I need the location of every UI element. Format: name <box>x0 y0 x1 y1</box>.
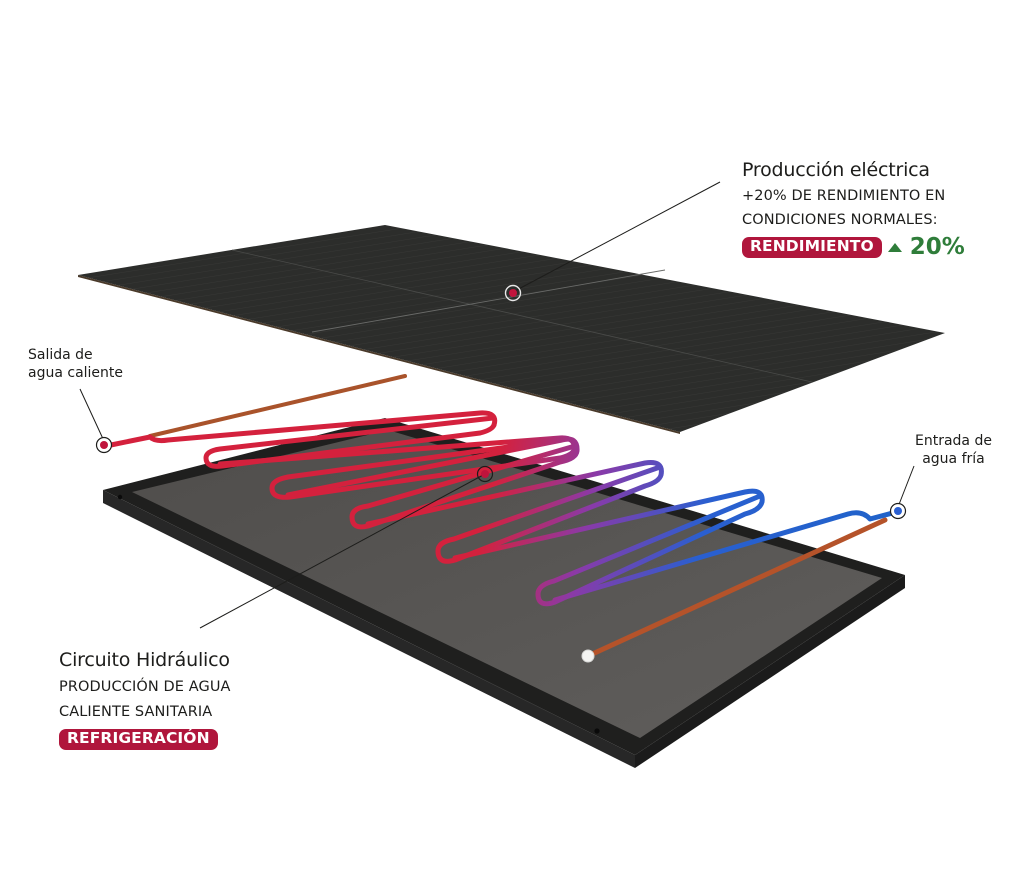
callout-line: Entrada de <box>915 433 992 449</box>
pipe-loop-3 <box>285 436 580 530</box>
tray-side-right <box>635 575 905 768</box>
callout-subtitle-line: +20% DE RENDIMIENTO EN <box>742 187 946 204</box>
pipe-loops <box>103 410 903 607</box>
callout-subtitle-line: PRODUCCIÓN DE AGUA <box>59 678 231 695</box>
solar-pv-panel <box>78 225 945 434</box>
copper-pipe-lower <box>585 517 888 659</box>
callout-hydraulic-circuit: Circuito Hidráulico PRODUCCIÓN DE AGUA C… <box>59 649 231 751</box>
pv-panel-edge <box>78 275 680 434</box>
rendimiento-badge: RENDIMIENTO <box>742 237 882 258</box>
tray-bolt-hole <box>117 494 123 500</box>
marker-outlet[interactable] <box>95 436 113 454</box>
pipe-loop-4 <box>365 460 664 564</box>
pv-panel-seam <box>311 269 666 333</box>
copper-pipe-upper <box>148 374 407 438</box>
metric-value: 20% <box>909 234 965 261</box>
callout-markers <box>95 284 907 520</box>
pipe-loop-5 <box>452 488 765 607</box>
leader-line-outlet <box>79 388 105 442</box>
metric-value-group: 20% <box>887 234 965 261</box>
callout-cold-water-inlet: Entrada de agua fría <box>915 432 992 468</box>
metric-row: RENDIMIENTO 20% <box>742 234 965 260</box>
pipe-end-cap <box>581 649 595 663</box>
leader-line-inlet <box>897 465 915 508</box>
tray-side-left <box>103 490 635 768</box>
pipe-loop-1 <box>203 415 497 469</box>
marker-electric[interactable] <box>504 284 522 302</box>
tray-bolt-hole <box>594 728 600 734</box>
leader-lines <box>79 181 915 629</box>
hydraulic-pipe-circuit <box>148 374 888 659</box>
callout-subtitle-line: CONDICIONES NORMALES: <box>742 211 938 228</box>
up-triangle-icon <box>887 243 902 253</box>
leader-line-electric <box>512 181 721 293</box>
callout-line: agua caliente <box>28 365 124 382</box>
callout-title: Circuito Hidráulico <box>59 649 230 671</box>
refrigeracion-badge: REFRIGERACIÓN <box>59 729 218 751</box>
callout-hot-water-outlet: Salida de agua caliente <box>28 346 123 382</box>
callout-subtitle-line: CALIENTE SANITARIA <box>59 703 213 720</box>
leader-line-hydraulic <box>199 473 486 629</box>
thermal-tray <box>103 418 905 768</box>
callout-title: Producción eléctrica <box>742 159 930 181</box>
callout-electric-production: Producción eléctrica +20% DE RENDIMIENTO… <box>742 159 965 261</box>
pv-panel-surface <box>78 225 945 432</box>
callout-line: Salida de <box>28 347 93 363</box>
tray-surface <box>132 430 882 738</box>
pipe-inlet-lead <box>552 508 903 603</box>
marker-hydraulic[interactable] <box>476 465 494 483</box>
pv-panel-seam <box>231 249 813 383</box>
callout-line: agua fría <box>922 451 985 468</box>
marker-inlet[interactable] <box>889 502 907 520</box>
